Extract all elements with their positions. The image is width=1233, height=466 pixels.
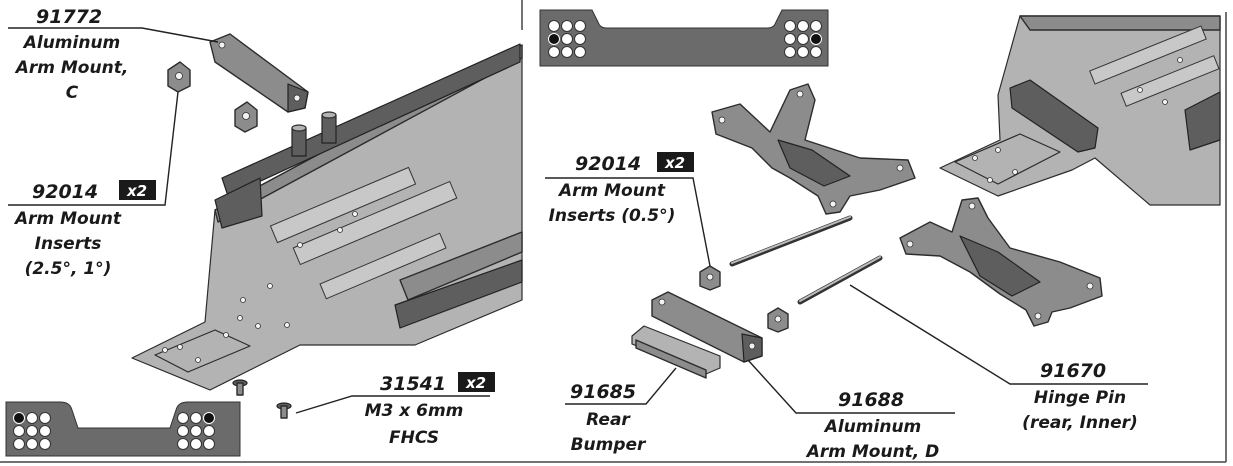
arm-mount-insert-c [699,265,721,291]
hinge-pin-upper [729,215,853,267]
hole-grid-left [13,412,51,450]
arm-mount-c-part [209,33,309,113]
part-name-line: C [66,83,79,103]
part-name-line: Aluminum [22,33,121,53]
hole-grid-right [784,20,822,58]
part-name-line: M3 x 6mm [365,401,464,421]
part-name-line: Hinge Pin [1034,388,1126,408]
callout-91772: 91772 Aluminum Arm Mount, C [14,6,129,103]
part-name-line: Arm Mount, [14,58,129,78]
qty-badge [458,372,495,392]
suspension-arm-lower [899,197,1103,327]
part-number: 91685 [570,381,636,403]
callout-91685-rear-bumper: 91685 Rear Bumper [570,381,647,455]
fhcs-screw-a [232,379,248,396]
qty-badge [657,152,694,172]
leader-91670 [849,284,1148,385]
qty-badge [119,180,156,200]
arm-mount-insert-d [767,307,789,333]
callout-92014-inserts-left: 92014 x2 Arm Mount Inserts (2.5°, 1°) [13,180,156,279]
leader-92014-left [8,91,179,206]
leader-91772 [8,27,219,43]
arm-mount-insert-b [234,101,258,133]
part-name-line: Rear [586,410,631,430]
part-name-line: (rear, Inner) [1022,413,1138,433]
part-number: 92014 [32,181,98,203]
insert-label-corner: Corner 1° [81,407,145,421]
suspension-arm-upper [711,83,916,215]
part-number: 92014 [575,153,641,175]
fhcs-screw-b [276,402,292,419]
callout-31541-screws: 31541 x2 M3 x 6mm FHCS [365,372,495,448]
part-number: 31541 [380,373,446,395]
part-name-line: FHCS [389,428,439,448]
chassis-right [939,15,1221,206]
rear-bumper-part [631,325,721,379]
leader-31541 [295,395,490,414]
qty-label: x2 [664,154,685,172]
insert-diagram-corner: Corner 1° [5,401,241,457]
qty-label: x2 [126,182,147,200]
callout-92014-inserts-right: 92014 x2 Arm Mount Inserts (0.5°) [549,152,694,226]
part-name-line: Inserts [35,234,102,254]
callout-91688-arm-mount-d: 91688 Aluminum Arm Mount, D [805,389,940,462]
part-name-line: Inserts (0.5°) [549,206,676,226]
qty-label: x2 [465,374,486,392]
part-name-line: Bumper [571,435,647,455]
part-number: 91772 [36,6,102,28]
part-name-line: Arm Mount [13,209,122,229]
part-name-line: Arm Mount, D [805,442,940,462]
part-name-line: Arm Mount [557,181,666,201]
part-number: 91670 [1040,360,1106,382]
part-number: 91688 [838,389,904,411]
leader-92014-right [545,177,711,267]
callout-91670-hinge-pin: 91670 Hinge Pin (rear, Inner) [1022,360,1138,433]
leader-91685 [565,367,677,405]
part-name-line: Aluminum [823,417,922,437]
arm-mount-d-part [651,291,763,363]
leader-91688 [747,359,955,414]
arm-mount-insert-a [167,61,191,93]
insert-diagram-out: Out 0.5° [539,9,829,67]
part-name-line: (2.5°, 1°) [25,259,112,279]
insert-label-out: Out 0.5° [659,11,715,25]
hinge-pin-lower [797,255,883,305]
chassis-left [131,43,523,391]
hole-grid-left [548,20,586,58]
hole-grid-right [177,412,215,450]
